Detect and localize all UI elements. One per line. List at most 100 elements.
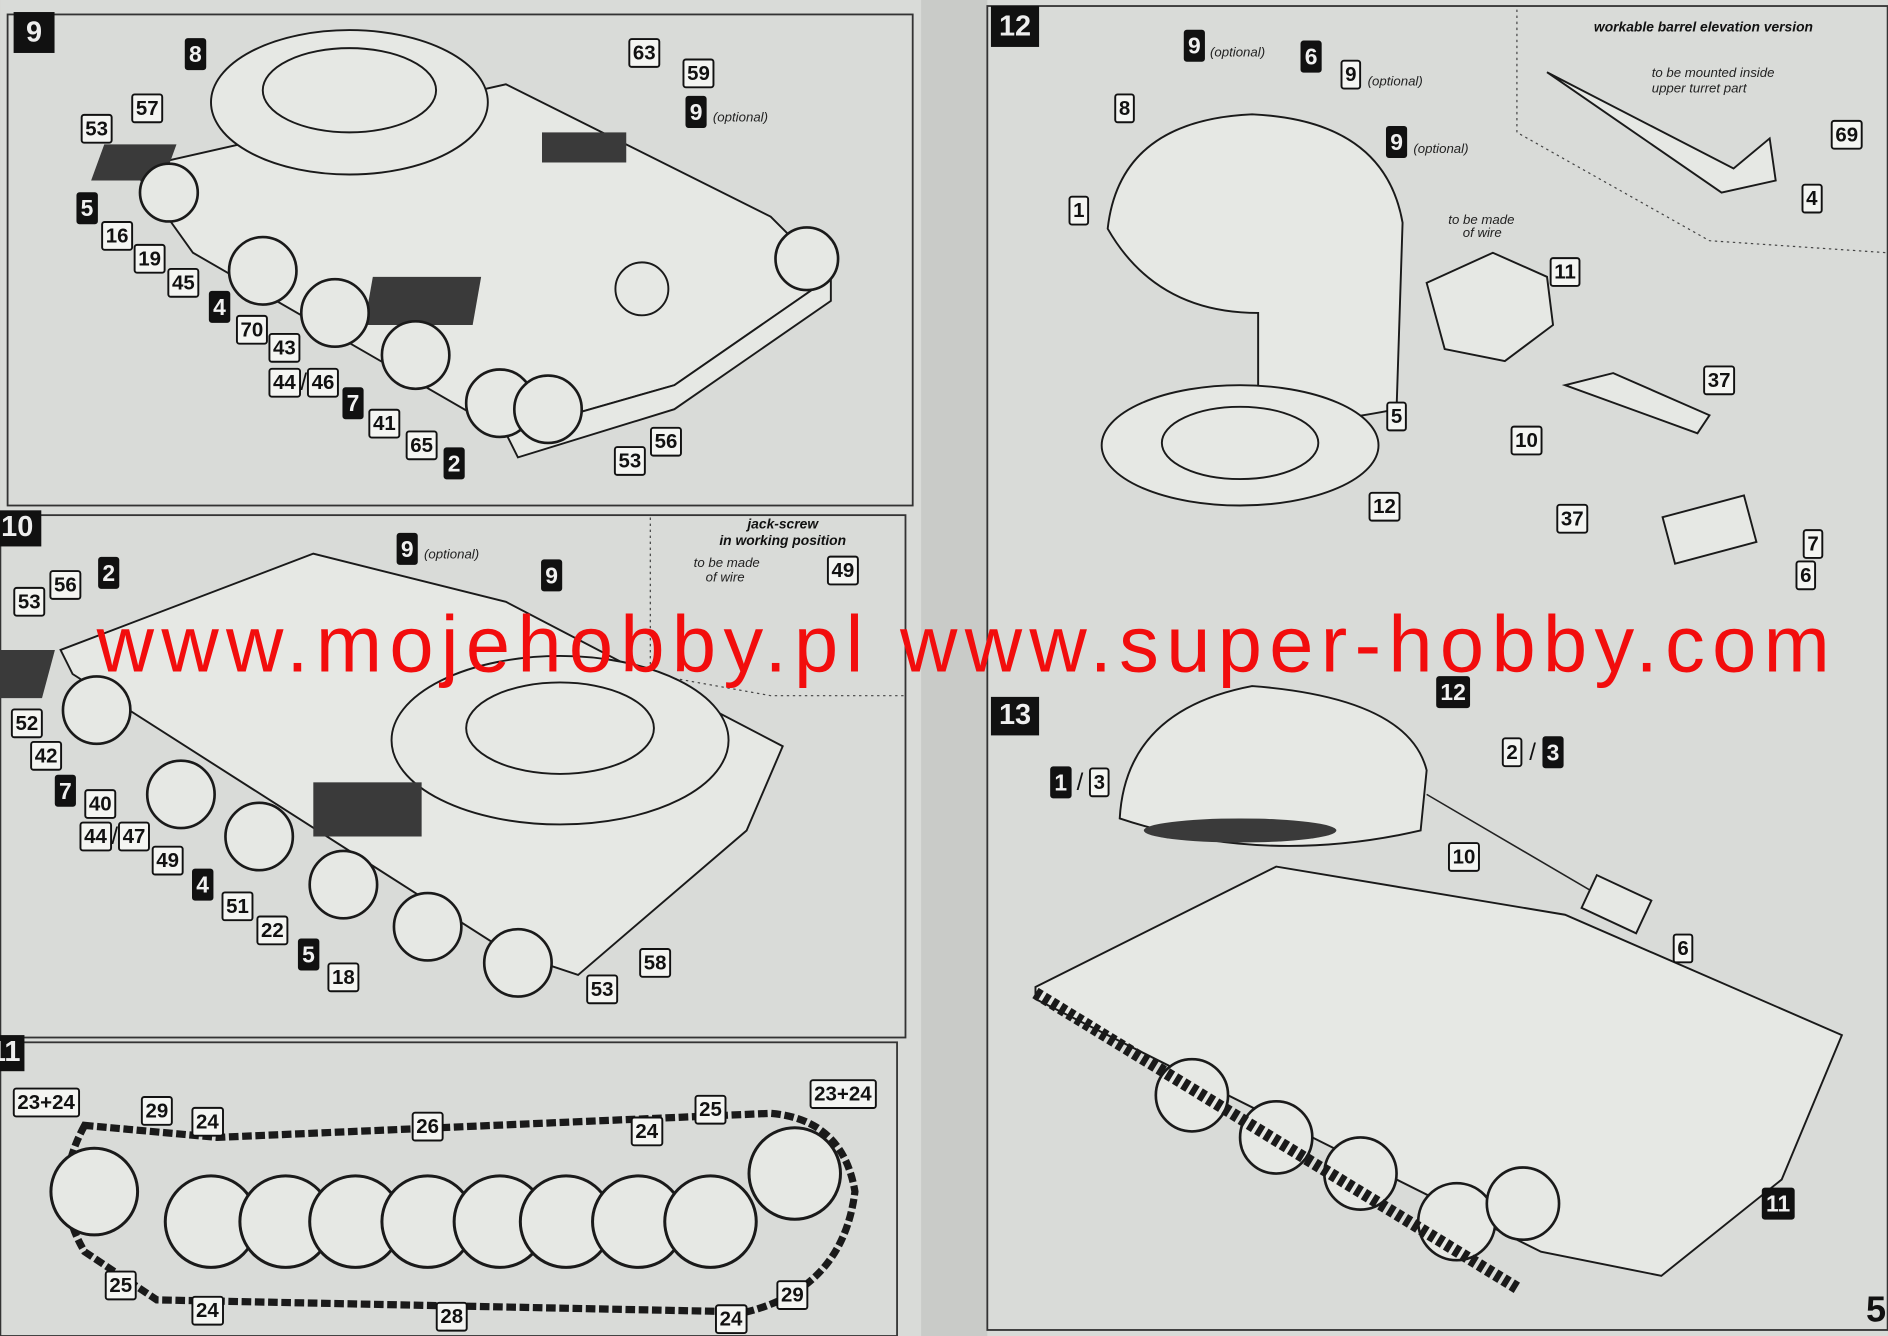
svg-text:12: 12 (999, 10, 1031, 42)
part-callout: 1 (1050, 766, 1072, 799)
svg-text:5: 5 (1391, 405, 1402, 428)
callout: 3 (1088, 767, 1110, 798)
svg-text:29: 29 (145, 1099, 168, 1122)
callout: 59 (682, 58, 715, 89)
svg-text:57: 57 (136, 97, 159, 120)
svg-text:9: 9 (401, 536, 414, 562)
svg-text:37: 37 (1561, 507, 1584, 530)
svg-text:19: 19 (138, 247, 161, 270)
part-callout: 9 (1385, 126, 1408, 159)
svg-text:26: 26 (416, 1115, 439, 1138)
callout: 40 (84, 789, 117, 819)
svg-text:37: 37 (1708, 369, 1731, 392)
slash: / (300, 369, 307, 396)
part-callout: 6 (1300, 40, 1322, 73)
step-marker-12: 12 (990, 6, 1040, 47)
step10-panel (0, 514, 907, 1039)
callout: 58 (639, 948, 672, 978)
callout: 23+24 (12, 1087, 81, 1118)
part-callout: 5 (76, 192, 98, 225)
part-callout: 12 (1436, 676, 1471, 709)
svg-text:10: 10 (1453, 845, 1476, 868)
svg-text:53: 53 (618, 449, 641, 472)
step11-panel (0, 1041, 898, 1336)
svg-text:43: 43 (273, 336, 296, 359)
hull-drawing-step10 (0, 552, 784, 998)
callout: 25 (694, 1094, 727, 1125)
callout: 51 (221, 891, 254, 922)
callout: 24 (630, 1116, 664, 1147)
callout: 24 (715, 1304, 748, 1335)
svg-text:52: 52 (15, 712, 38, 735)
optional-note: (optional) (424, 546, 479, 561)
callout: 53 (613, 446, 646, 476)
svg-text:56: 56 (54, 573, 77, 596)
svg-text:10: 10 (1, 511, 33, 543)
svg-text:9: 9 (1390, 129, 1403, 155)
step-marker-11: 11 (0, 1035, 25, 1072)
callout: 49 (151, 845, 184, 876)
svg-text:10: 10 (1515, 429, 1538, 452)
svg-text:4: 4 (196, 872, 209, 898)
callout: 41 (368, 408, 401, 439)
mount-note: upper turret part (1652, 81, 1748, 96)
svg-text:1: 1 (1073, 199, 1084, 222)
svg-text:7: 7 (1807, 533, 1818, 556)
svg-text:53: 53 (85, 117, 108, 140)
callout: 2 (1501, 737, 1523, 768)
callout: 25 (104, 1270, 137, 1301)
callout: 42 (30, 740, 63, 771)
svg-text:24: 24 (196, 1110, 219, 1133)
part-callout: 9 (541, 559, 563, 592)
svg-text:9: 9 (1345, 63, 1356, 86)
callout: 12 (1368, 491, 1401, 522)
callout: 65 (405, 430, 438, 461)
svg-text:16: 16 (106, 224, 129, 247)
jack-screw-note: in working position (719, 532, 846, 548)
svg-text:11: 11 (1554, 261, 1576, 284)
callout: 37 (1556, 503, 1589, 534)
callout: 70 (235, 314, 268, 345)
svg-text:59: 59 (687, 62, 710, 85)
callout: 56 (650, 426, 682, 457)
callout: 7 (1802, 529, 1824, 559)
svg-text:24: 24 (720, 1308, 743, 1331)
svg-text:28: 28 (440, 1305, 463, 1328)
slash: / (111, 823, 118, 850)
svg-text:1: 1 (1054, 769, 1067, 795)
svg-text:6: 6 (1800, 564, 1811, 587)
wire-note: to be made (1448, 212, 1514, 227)
part-callout: 4 (208, 290, 231, 323)
optional-note: (optional) (1368, 73, 1423, 88)
callout: 22 (256, 915, 289, 946)
callout: 46 (306, 367, 339, 398)
wire-note: of wire (1463, 225, 1502, 240)
svg-text:3: 3 (1547, 739, 1560, 765)
callout: 53 (80, 113, 113, 144)
svg-text:9: 9 (690, 99, 703, 125)
svg-text:22: 22 (261, 919, 284, 942)
svg-text:9: 9 (26, 16, 42, 48)
callout: 5 (1386, 401, 1407, 432)
svg-text:49: 49 (832, 559, 855, 582)
part-callout: 9 (1183, 29, 1205, 62)
callout: 56 (49, 570, 82, 600)
svg-text:8: 8 (1119, 97, 1130, 120)
svg-text:3: 3 (1094, 771, 1105, 794)
svg-text:51: 51 (226, 895, 249, 918)
callout: 4 (1801, 183, 1823, 214)
svg-text:41: 41 (373, 412, 396, 435)
callout: 6 (1672, 933, 1694, 964)
svg-text:40: 40 (89, 793, 112, 816)
svg-text:47: 47 (123, 825, 146, 848)
part-callout: 9 (685, 95, 707, 128)
callout: 52 (10, 708, 43, 739)
part-callout: 7 (54, 774, 76, 807)
callout: 1 (1068, 195, 1090, 226)
svg-text:25: 25 (109, 1274, 132, 1297)
callout: 11 (1549, 257, 1581, 287)
callout: 10 (1448, 842, 1480, 872)
svg-text:53: 53 (18, 590, 41, 613)
svg-text:6: 6 (1677, 937, 1688, 960)
